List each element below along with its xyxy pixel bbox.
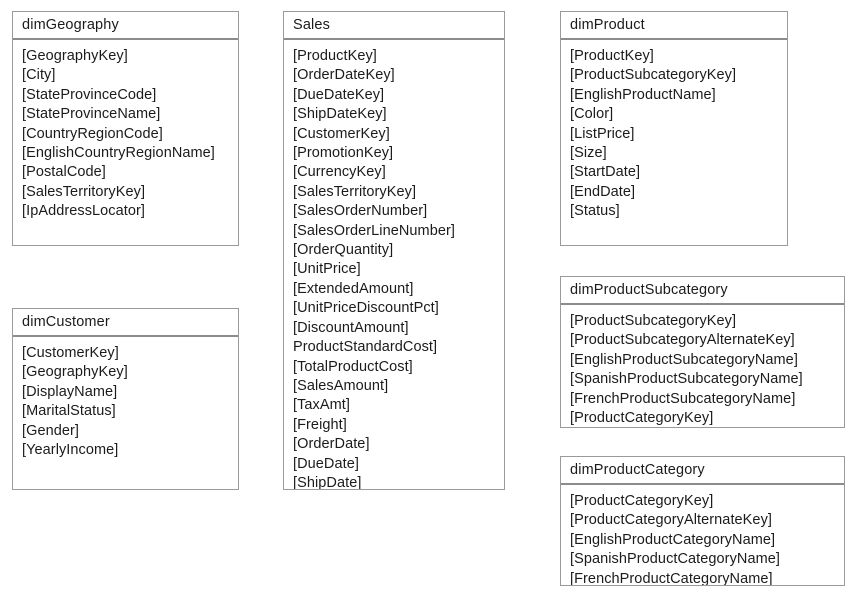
field-row: [ShipDateKey] <box>293 106 387 123</box>
field-row: [OrderQuantity] <box>293 242 394 259</box>
field-row: [IpAddressLocator] <box>22 203 146 220</box>
entity-field-list-dimproduct: [ProductKey] [ProductSubcategoryKey] [En… <box>561 40 787 245</box>
entity-title: dimGeography <box>22 16 119 33</box>
field-row: [YearlyIncome] <box>22 442 119 459</box>
field-row: [GeographyKey] <box>22 48 128 64</box>
field-row: [ExtendedAmount] <box>293 280 414 297</box>
entity-title: dimProductCategory <box>570 461 705 478</box>
field-row: [ProductSubcategoryKey] <box>570 67 737 84</box>
field-row: [StartDate] <box>570 164 641 181</box>
field-row: [SalesOrderLineNumber] <box>293 222 455 239</box>
field-row: [EnglishProductSubcategoryName] <box>570 351 798 368</box>
entity-header-dimproduct: dimProduct <box>561 12 787 40</box>
field-row: [City] <box>22 67 56 84</box>
field-row: [CustomerKey] <box>22 345 119 361</box>
field-row: [SalesAmount] <box>293 377 389 394</box>
field-row: [StateProvinceCode] <box>22 86 157 103</box>
entity-dimproductsubcategory[interactable]: dimProductSubcategory [ProductSubcategor… <box>560 276 845 428</box>
field-row: [ListPrice] <box>570 125 635 142</box>
field-row: [Status] <box>570 203 620 220</box>
field-row: [SalesTerritoryKey] <box>22 183 146 200</box>
field-row: [OrderDate] <box>293 436 370 453</box>
field-row: [ShipDate] <box>293 474 362 489</box>
field-row: [ProductCategoryKey] <box>570 493 714 509</box>
field-row: [GeographyKey] <box>22 364 128 381</box>
field-row: [DueDate] <box>293 455 359 472</box>
entity-field-list-dimproductcategory: [ProductCategoryKey] [ProductCategoryAlt… <box>561 485 844 585</box>
field-row: [PromotionKey] <box>293 145 394 162</box>
field-row: [StateProvinceName] <box>22 106 161 123</box>
field-row: [TaxAmt] <box>293 397 350 414</box>
field-row: [Freight] <box>293 416 347 433</box>
field-row: [SalesTerritoryKey] <box>293 183 417 200</box>
field-row: [CustomerKey] <box>293 125 390 142</box>
field-row: [EndDate] <box>570 183 636 200</box>
field-row: [DueDateKey] <box>293 86 385 103</box>
entity-field-list-dimgeography: [GeographyKey] [City] [StateProvinceCode… <box>13 40 238 245</box>
entity-header-dimcustomer: dimCustomer <box>13 309 238 337</box>
entity-field-list-sales: [ProductKey] [OrderDateKey] [DueDateKey]… <box>284 40 504 489</box>
field-row: [ProductKey] <box>570 48 654 64</box>
field-row: [DisplayName] <box>22 383 118 400</box>
field-row: [EnglishProductName] <box>570 86 716 103</box>
entity-title: Sales <box>293 16 330 33</box>
field-row: [SpanishProductSubcategoryName] <box>570 371 803 388</box>
field-row: [FrenchProductSubcategoryName] <box>570 390 796 407</box>
field-row: [EnglishProductCategoryName] <box>570 531 776 548</box>
entity-header-sales: Sales <box>284 12 504 40</box>
field-row: [CurrencyKey] <box>293 164 386 181</box>
field-row: [OrderDateKey] <box>293 67 395 84</box>
field-row: [SalesOrderNumber] <box>293 203 428 220</box>
field-row: [DiscountAmount] <box>293 319 409 336</box>
entity-sales[interactable]: Sales [ProductKey] [OrderDateKey] [DueDa… <box>283 11 505 490</box>
field-row: [FrenchProductCategoryName] <box>570 570 773 585</box>
entity-field-list-dimcustomer: [CustomerKey] [GeographyKey] [DisplayNam… <box>13 337 238 489</box>
field-row: [Size] <box>570 145 607 162</box>
field-row: [MaritalStatus] <box>22 403 116 420</box>
entity-field-list-dimproductsubcategory: [ProductSubcategoryKey] [ProductSubcateg… <box>561 305 844 427</box>
field-row: [ProductKey] <box>293 48 377 64</box>
field-row: [ProductCategoryKey] <box>570 410 714 427</box>
field-row: [Color] <box>570 106 614 123</box>
entity-dimproductcategory[interactable]: dimProductCategory [ProductCategoryKey] … <box>560 456 845 586</box>
field-row: [Gender] <box>22 422 80 439</box>
field-row: [PostalCode] <box>22 164 106 181</box>
field-row: [UnitPrice] <box>293 261 361 278</box>
entity-dimcustomer[interactable]: dimCustomer [CustomerKey] [GeographyKey]… <box>12 308 239 490</box>
entity-dimproduct[interactable]: dimProduct [ProductKey] [ProductSubcateg… <box>560 11 788 246</box>
field-row: [ProductCategoryAlternateKey] <box>570 512 772 529</box>
entity-title: dimProductSubcategory <box>570 281 728 298</box>
entity-header-dimproductcategory: dimProductCategory <box>561 457 844 485</box>
field-row: [SpanishProductCategoryName] <box>570 551 780 568</box>
field-row: ProductStandardCost] <box>293 339 438 356</box>
field-row: [UnitPriceDiscountPct] <box>293 300 439 317</box>
field-row: [ProductSubcategoryAlternateKey] <box>570 332 795 349</box>
entity-dimgeography[interactable]: dimGeography [GeographyKey] [City] [Stat… <box>12 11 239 246</box>
field-row: [EnglishCountryRegionName] <box>22 145 215 162</box>
field-row: [TotalProductCost] <box>293 358 413 375</box>
field-row: [ProductSubcategoryKey] <box>570 313 737 329</box>
entity-title: dimProduct <box>570 16 645 33</box>
field-row: [CountryRegionCode] <box>22 125 163 142</box>
entity-title: dimCustomer <box>22 313 110 330</box>
entity-header-dimproductsubcategory: dimProductSubcategory <box>561 277 844 305</box>
entity-header-dimgeography: dimGeography <box>13 12 238 40</box>
